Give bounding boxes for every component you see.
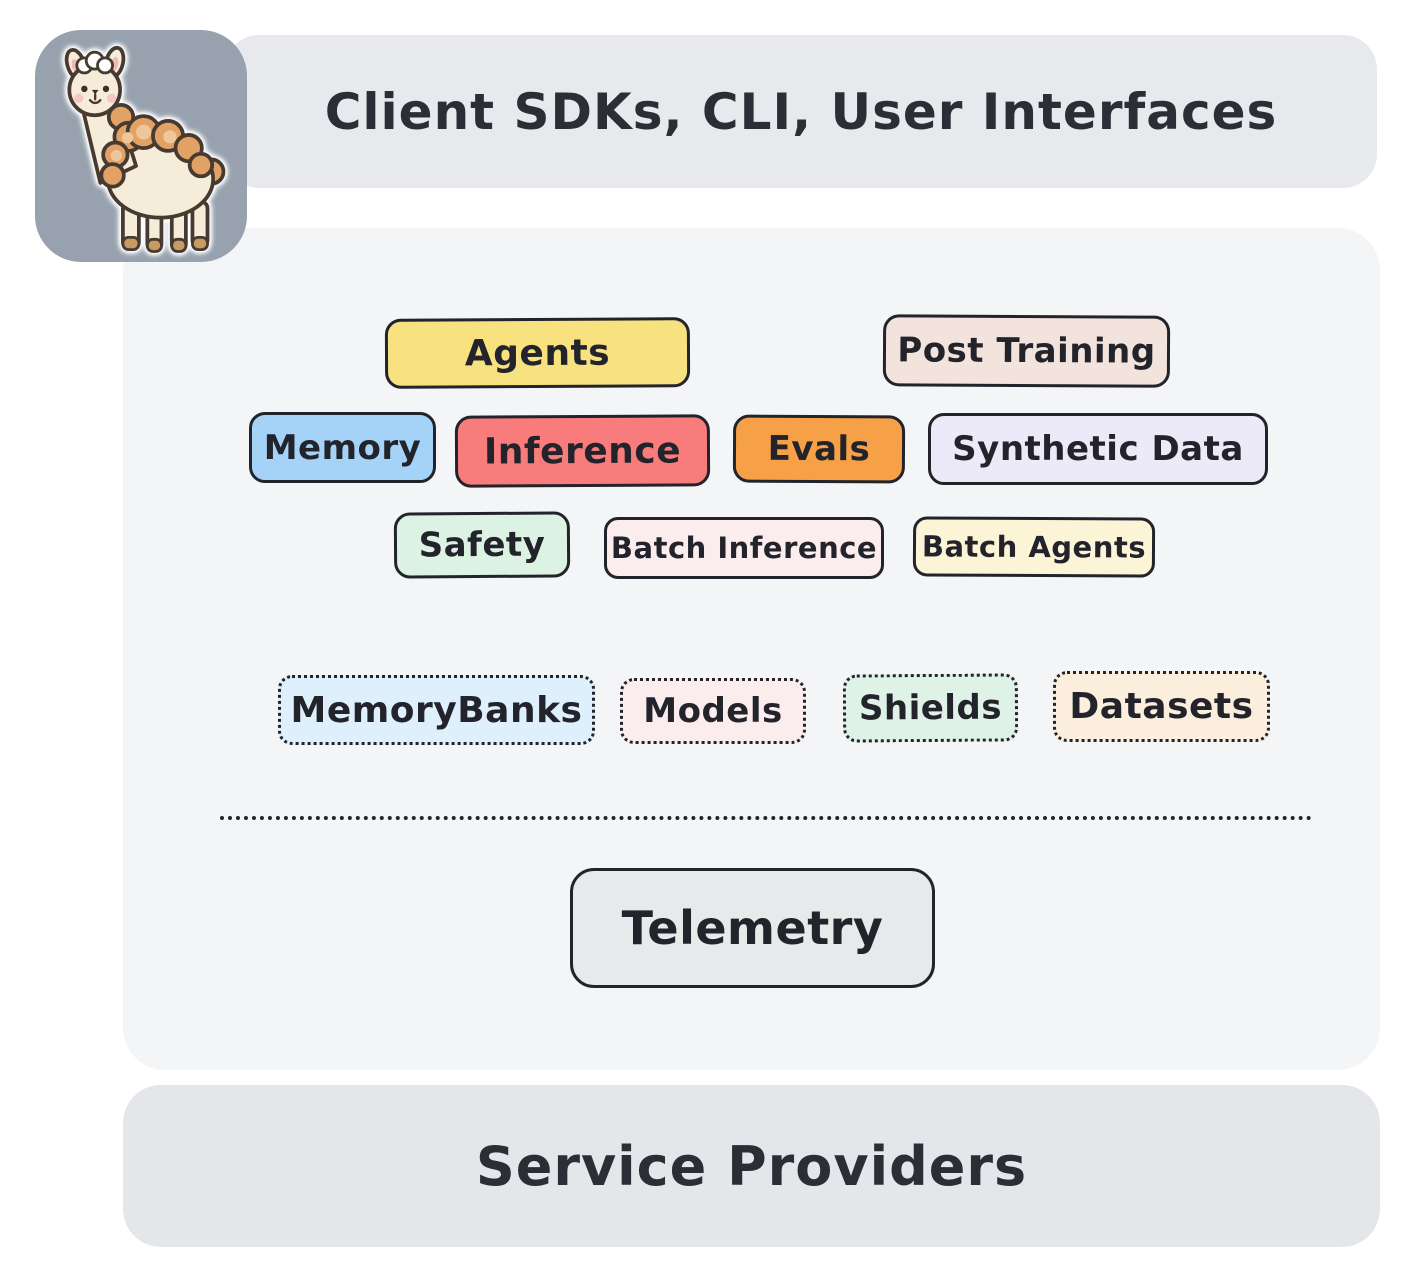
- box-synthetic-data-label: Synthetic Data: [952, 429, 1244, 469]
- box-batch-inference: Batch Inference: [604, 517, 884, 579]
- box-agents-label: Agents: [464, 332, 611, 374]
- stack-container: Agents Post Training Memory Inference Ev…: [123, 228, 1380, 1070]
- box-post-training-label: Post Training: [897, 330, 1156, 372]
- box-post-training: Post Training: [882, 314, 1171, 388]
- box-telemetry-label: Telemetry: [621, 901, 884, 955]
- box-telemetry: Telemetry: [570, 868, 935, 988]
- box-batch-agents-label: Batch Agents: [921, 529, 1147, 565]
- box-shields: Shields: [842, 673, 1019, 743]
- box-datasets-label: Datasets: [1069, 686, 1254, 727]
- box-agents: Agents: [384, 317, 691, 389]
- box-safety: Safety: [393, 511, 571, 579]
- box-datasets: Datasets: [1053, 671, 1270, 742]
- box-models: Models: [620, 678, 806, 744]
- top-banner: Client SDKs, CLI, User Interfaces: [225, 35, 1377, 188]
- box-models-label: Models: [643, 691, 783, 731]
- box-inference: Inference: [454, 414, 711, 488]
- bottom-banner: Service Providers: [123, 1085, 1380, 1247]
- box-memorybanks-label: MemoryBanks: [290, 689, 583, 731]
- dotted-divider: [220, 816, 1312, 820]
- box-memory-label: Memory: [263, 427, 422, 468]
- box-shields-label: Shields: [858, 687, 1003, 729]
- box-inference-label: Inference: [483, 429, 682, 473]
- box-batch-agents: Batch Agents: [912, 516, 1156, 578]
- box-memory: Memory: [249, 412, 436, 483]
- top-banner-label: Client SDKs, CLI, User Interfaces: [324, 82, 1278, 141]
- box-evals: Evals: [732, 414, 906, 484]
- box-memorybanks: MemoryBanks: [278, 675, 595, 745]
- box-safety-label: Safety: [418, 524, 546, 566]
- box-batch-inference-label: Batch Inference: [610, 531, 878, 565]
- box-synthetic-data: Synthetic Data: [928, 413, 1268, 485]
- llama-icon: [64, 45, 226, 253]
- bottom-banner-label: Service Providers: [475, 1134, 1028, 1198]
- box-evals-label: Evals: [767, 428, 871, 470]
